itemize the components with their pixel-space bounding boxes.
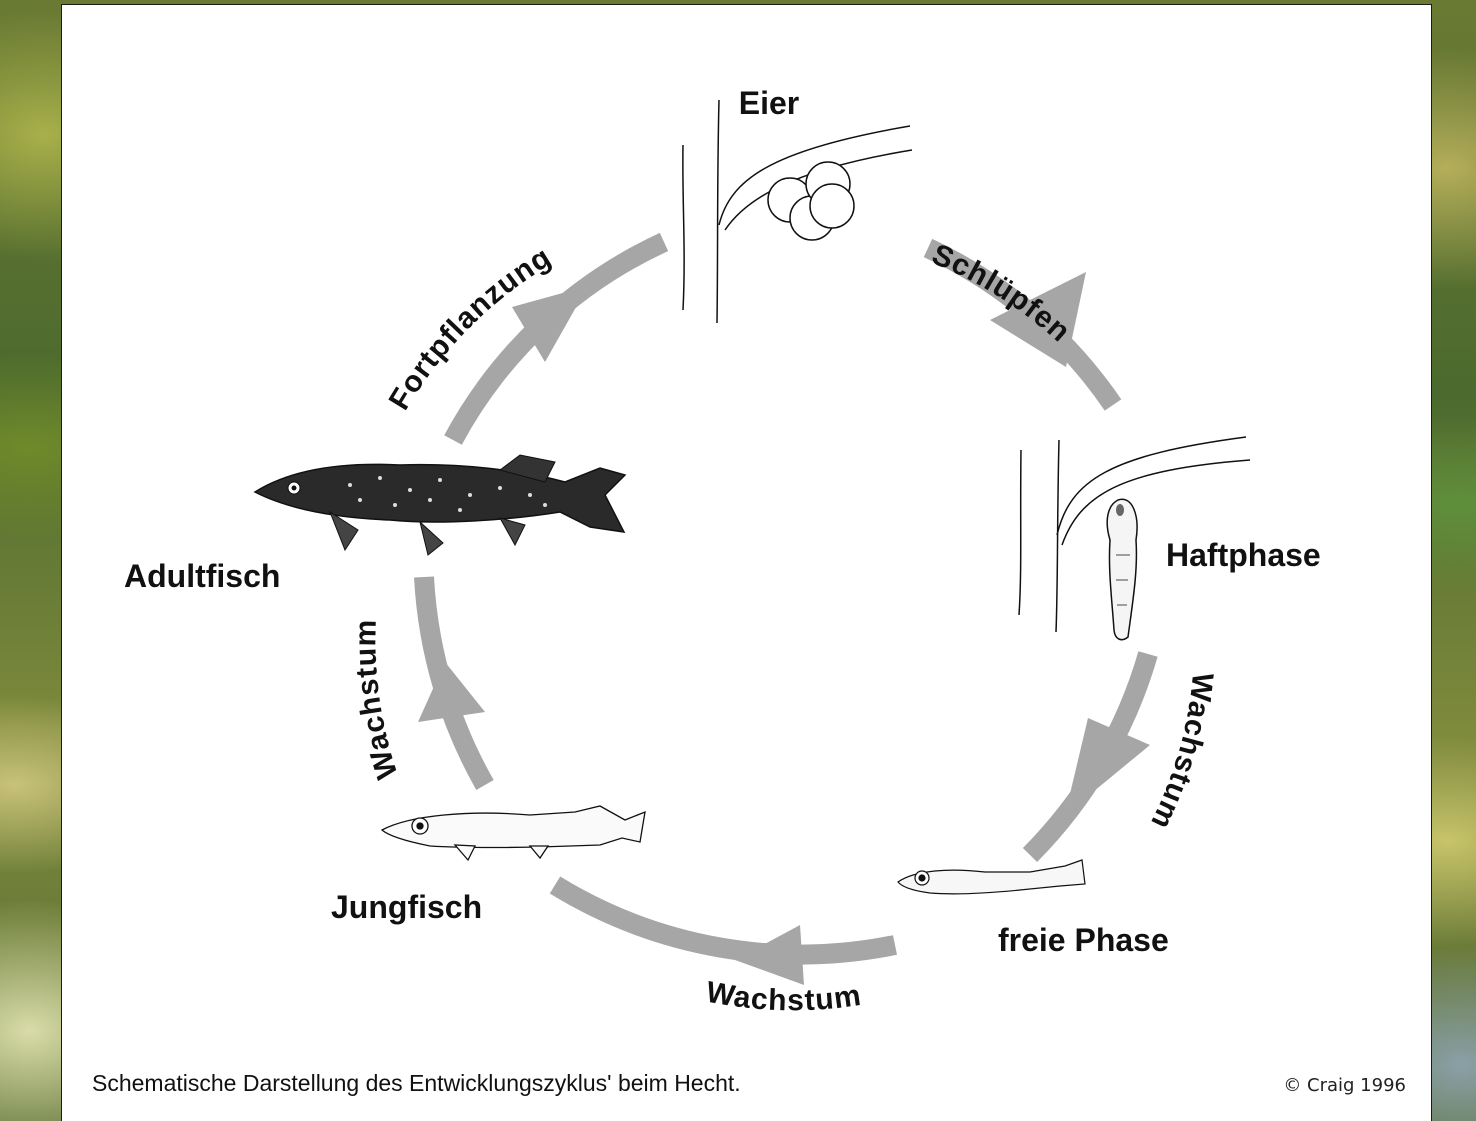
arrowhead-growth-bottom xyxy=(735,925,804,985)
stage-label-juvenile: Jungfisch xyxy=(331,889,482,925)
free-larva-illustration xyxy=(897,859,1086,895)
figure-caption: Schematische Darstellung des Entwicklung… xyxy=(92,1070,741,1096)
stage-label-eggs: Eier xyxy=(739,85,799,121)
eggs-illustration xyxy=(682,99,913,324)
juvenile-pike-illustration xyxy=(380,805,646,862)
arrow-growth-bottom xyxy=(549,876,897,965)
stage-label-attached: Haftphase xyxy=(1166,537,1321,573)
copyright-credit: © Craig 1996 xyxy=(1283,1075,1406,1096)
arrowhead-hatching xyxy=(990,272,1086,367)
attached-larva-illustration xyxy=(1018,436,1251,641)
stage-label-free: freie Phase xyxy=(998,922,1169,958)
process-label-growth-left: Wachstum xyxy=(349,618,404,782)
arrowhead-growth-left xyxy=(418,662,485,722)
adult-pike-illustration xyxy=(253,454,627,556)
arrow-reproduction xyxy=(444,232,669,445)
arrowhead-reproduction xyxy=(512,286,588,362)
diagram-panel xyxy=(61,4,1432,1121)
stage-label-adult: Adultfisch xyxy=(124,558,280,594)
process-label-growth-right: Wachstum xyxy=(1144,671,1219,835)
cycle-arrows xyxy=(414,232,1158,985)
arrowhead-growth-right xyxy=(1065,718,1150,815)
process-label-growth-bottom: Wachstum xyxy=(704,976,864,1018)
